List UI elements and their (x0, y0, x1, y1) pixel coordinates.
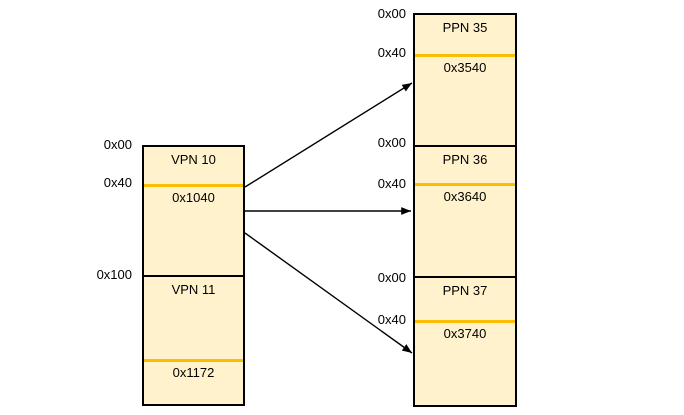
mapping-arrow-vpn10-to-ppn37 (244, 232, 413, 354)
vpn-11-offset-line (144, 359, 243, 362)
ppn-37-section: PPN 37 0x3740 (415, 276, 515, 405)
ppn35-midpage-offset-label: 0x40 (377, 45, 406, 60)
ppn-35-section: PPN 35 0x3540 (415, 15, 515, 145)
vpn11-start-offset-label: 0x100 (96, 267, 132, 282)
ppn36-start-offset-label: 0x00 (377, 135, 406, 150)
vpn-10-title: VPN 10 (171, 152, 216, 167)
ppn-column: PPN 35 0x3540 PPN 36 0x3640 PPN 37 0x374… (413, 13, 517, 407)
vpn10-midpage-offset-label: 0x40 (103, 175, 132, 190)
ppn-37-title: PPN 37 (442, 283, 488, 298)
vpn-10-section: VPN 10 0x1040 (144, 147, 243, 275)
ppn-35-title: PPN 35 (442, 20, 488, 35)
vpn-10-address: 0x1040 (172, 190, 215, 205)
ppn-36-address: 0x3640 (443, 189, 487, 204)
ppn-35-address: 0x3540 (443, 60, 487, 75)
ppn-36-title: PPN 36 (442, 152, 488, 167)
ppn37-midpage-offset-label: 0x40 (377, 312, 406, 327)
ppn35-start-offset-label: 0x00 (377, 6, 406, 21)
ppn-37-offset-line (415, 320, 515, 323)
ppn37-start-offset-label: 0x00 (377, 270, 406, 285)
vpn-column: VPN 10 0x1040 VPN 11 0x1172 (142, 145, 245, 406)
vpn-11-title: VPN 11 (171, 282, 216, 297)
ppn-35-offset-line (415, 54, 515, 57)
vpn-10-offset-line (144, 184, 243, 187)
ppn-36-offset-line (415, 183, 515, 186)
vpn-11-address: 0x1172 (172, 365, 215, 380)
ppn36-midpage-offset-label: 0x40 (377, 176, 406, 191)
vpn10-start-offset-label: 0x00 (103, 137, 132, 152)
ppn-36-section: PPN 36 0x3640 (415, 145, 515, 276)
vpn-11-section: VPN 11 0x1172 (144, 275, 243, 404)
ppn-37-address: 0x3740 (443, 326, 487, 341)
